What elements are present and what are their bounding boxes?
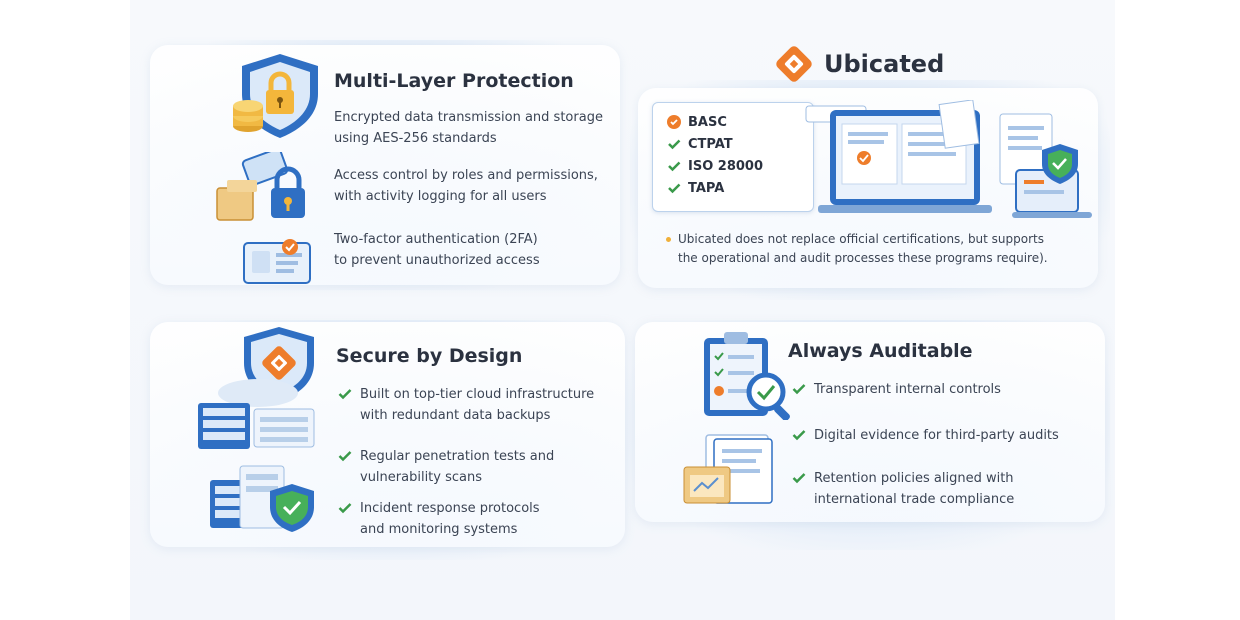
secure-item-text: Built on top-tier cloud infrastructure w… [360, 387, 595, 423]
green-check-icon [668, 139, 681, 150]
orange-check-icon [667, 115, 681, 129]
multi-layer-item-text: Two-factor authentication (2FA) to preve… [334, 232, 540, 268]
multi-layer-item-text: Access control by roles and permissions,… [334, 168, 598, 204]
clipboard-magnifier-icon [700, 330, 800, 420]
ubicated-logo-icon [772, 42, 816, 86]
auditable-title: Always Auditable [788, 340, 973, 362]
cert-item-tapa: TAPA [667, 177, 763, 199]
laptop-documents-illustration [802, 100, 1092, 225]
auditable-item: Digital evidence for third-party audits [792, 425, 1059, 446]
certification-checklist: BASC CTPAT ISO 28000 TAPA [652, 102, 814, 212]
green-check-icon [338, 389, 352, 400]
auditable-item: Retention policies aligned with internat… [792, 468, 1014, 510]
cert-item-iso: ISO 28000 [667, 155, 763, 177]
cert-item-basc: BASC [667, 111, 763, 133]
secure-item: Incident response protocols and monitori… [338, 498, 540, 540]
secure-title: Secure by Design [336, 345, 523, 367]
multi-layer-item-text: Encrypted data transmission and storage … [334, 110, 603, 146]
ubicated-brand: Ubicated [772, 42, 944, 86]
id-card-icon [242, 237, 318, 285]
secure-item-text: Incident response protocols and monitori… [360, 501, 540, 537]
padlock-icon [215, 152, 315, 232]
cloud-server-icon [198, 375, 318, 455]
cert-item-ctpat: CTPAT [667, 133, 763, 155]
documents-folder-icon [682, 433, 782, 508]
multi-layer-title: Multi-Layer Protection [334, 70, 574, 92]
server-shield-icon [208, 460, 318, 535]
green-check-icon [792, 430, 806, 441]
secure-item: Regular penetration tests and vulnerabil… [338, 446, 554, 488]
auditable-item-text: Digital evidence for third-party audits [814, 428, 1059, 443]
auditable-item-text: Transparent internal controls [814, 382, 1001, 397]
green-check-icon [792, 473, 806, 484]
auditable-item: Transparent internal controls [792, 379, 1001, 400]
coin-stack-icon [230, 92, 266, 134]
note-bullet [666, 237, 671, 242]
secure-item: Built on top-tier cloud infrastructure w… [338, 384, 594, 426]
green-check-icon [668, 161, 681, 172]
green-check-icon [792, 384, 806, 395]
multi-layer-panel [150, 45, 620, 285]
brand-name: Ubicated [824, 50, 945, 78]
auditable-item-text: Retention policies aligned with internat… [814, 471, 1015, 507]
infographic-canvas: Multi-Layer Protection Encrypted data tr… [130, 0, 1115, 620]
green-check-icon [338, 451, 352, 462]
secure-item-text: Regular penetration tests and vulnerabil… [360, 449, 555, 485]
green-check-icon [668, 183, 681, 194]
green-check-icon [338, 503, 352, 514]
ubicated-note: Ubicated does not replace official certi… [678, 232, 1048, 265]
